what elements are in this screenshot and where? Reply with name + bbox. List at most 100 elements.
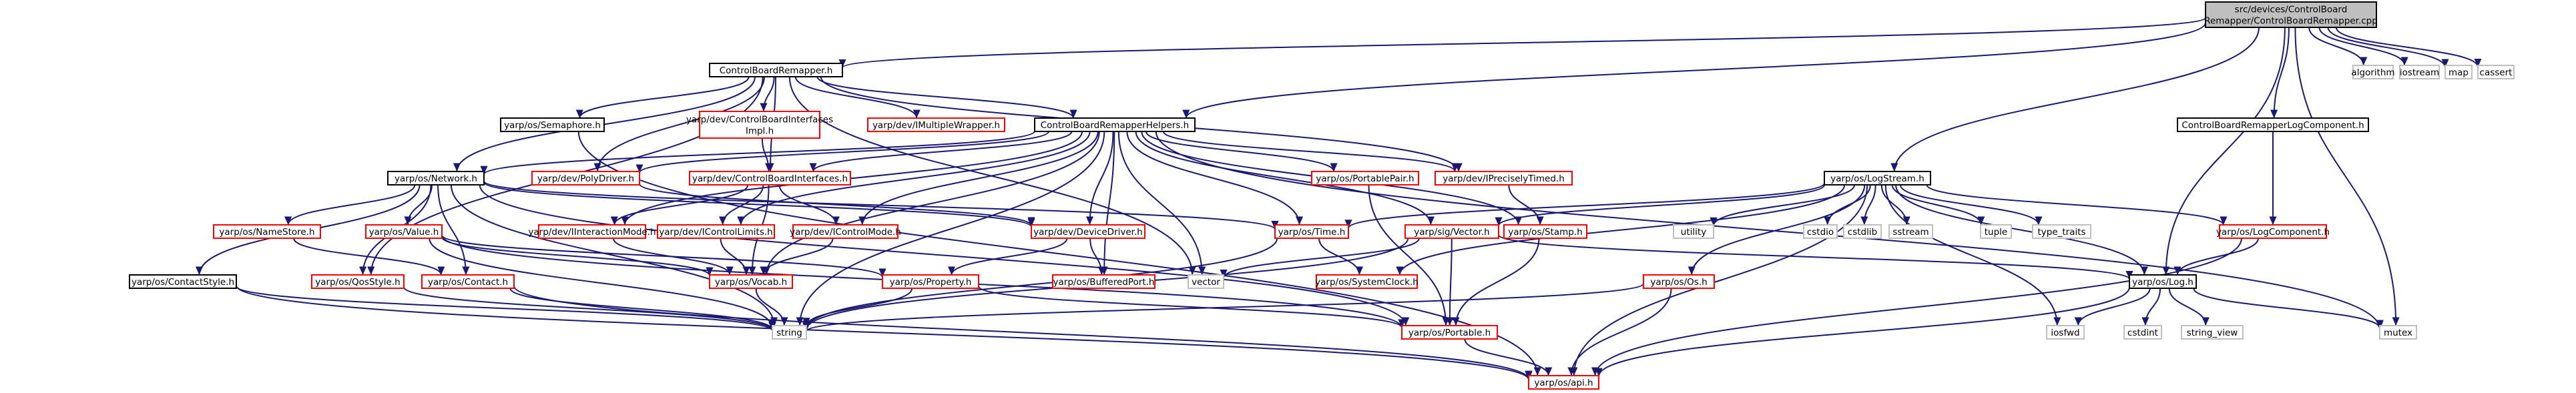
node-devicedriver-label: yarp/dev/DeviceDriver.h [1033,227,1143,238]
node-map[interactable]: map [2444,65,2473,79]
node-icontrolmode[interactable]: yarp/dev/IControlMode.h [790,224,901,239]
edge-cbr_helpers-to-vector [1135,131,1435,226]
edge-logstream-to-logcomponent [1926,184,2228,226]
file-nodes: src/devices/ControlBoardRemapper/Control… [129,1,2515,390]
node-utility[interactable]: utility [1673,224,1714,239]
node-vocab-box [709,274,793,289]
node-cbr_helpers[interactable]: ControlBoardRemapperHelpers.h [1034,117,1196,132]
edge-logstream-to-time [1344,182,1825,229]
node-ipreciselytimed-label: yarp/dev/IPreciselyTimed.h [1443,173,1565,184]
node-time[interactable]: yarp/os/Time.h [1274,224,1349,239]
node-tuple[interactable]: tuple [1980,224,2012,239]
node-cbi-box [689,171,851,185]
node-interactionmode-label: yarp/dev/IInteractionMode.h [528,227,656,238]
node-portable[interactable]: yarp/os/Portable.h [1401,325,1498,340]
node-contact[interactable]: yarp/os/Contact.h [421,274,515,289]
edge-logstream-to-type_traits [1900,184,2043,226]
node-namestore-box [213,224,321,239]
node-cbi_impl-box [699,111,820,139]
edge-vector-to-log [1498,234,2133,280]
edge-devicedriver-to-property [947,238,1068,276]
node-semaphore[interactable]: yarp/os/Semaphore.h [500,117,605,132]
node-bufferedport[interactable]: yarp/os/BufferedPort.h [1052,274,1155,289]
node-contact-label: yarp/os/Contact.h [428,277,508,288]
node-iosfwd[interactable]: iosfwd [2046,325,2085,340]
node-contactstyle[interactable]: yarp/os/ContactStyle.h [129,274,237,289]
node-cbr_logcomp[interactable]: ControlBoardRemapperLogComponent.h [2177,117,2369,132]
edge-logstream-to-cstdlib [1860,184,1876,226]
node-mutex[interactable]: mutex [2379,325,2417,340]
node-devicedriver[interactable]: yarp/dev/DeviceDriver.h [1031,224,1145,239]
node-icontrollimits[interactable]: yarp/dev/IControlLimits.h [657,224,775,239]
node-logstream[interactable]: yarp/os/LogStream.h [1824,171,1931,185]
node-systemclock[interactable]: yarp/os/SystemClock.h [1315,274,1419,289]
edge-cbr_helpers-to-icontrolmode [858,131,1099,226]
node-property[interactable]: yarp/os/Property.h [882,274,979,289]
edge-root-to-cassert [2335,27,2482,67]
edge-log-to-api [1595,287,2130,377]
edge-interactionmode-to-vocab [612,238,734,276]
node-log[interactable]: yarp/os/Log.h [2129,274,2197,289]
node-cbi[interactable]: yarp/dev/ControlBoardInterfaces.h [689,171,851,185]
node-cbi-label: yarp/dev/ControlBoardInterfaces.h [692,173,848,184]
node-cbr_h[interactable]: ControlBoardRemapper.h [709,63,843,77]
node-string[interactable]: string [772,325,807,340]
node-iostream[interactable]: iostream [2399,65,2440,79]
node-portablepair[interactable]: yarp/os/PortablePair.h [1311,171,1419,185]
node-string_view[interactable]: string_view [2181,325,2244,340]
edge-value-to-property [441,234,886,278]
node-ipreciselytimed-box [1435,171,1573,185]
node-stamp[interactable]: yarp/os/Stamp.h [1503,224,1587,239]
node-network[interactable]: yarp/os/Network.h [387,171,485,185]
node-icontrollimits-label: yarp/dev/IControlLimits.h [659,227,772,238]
edge-stamp-to-portable [1452,238,1540,326]
node-vector-box [1404,224,1499,239]
node-vocab[interactable]: yarp/os/Vocab.h [709,274,793,289]
node-vocab-label: yarp/os/Vocab.h [715,277,787,288]
node-cstdio[interactable]: cstdio [1803,224,1838,239]
edge-logstream-to-utility [1710,184,1856,226]
edge-network-to-string [450,184,778,326]
edge-contact-to-string [509,288,776,330]
node-qosstyle[interactable]: yarp/os/QosStyle.h [311,274,405,289]
node-vector[interactable]: yarp/sig/Vector.h [1404,224,1499,239]
edge-cbr_helpers-to-portablepair [1145,131,1338,172]
node-cstdlib[interactable]: cstdlib [1843,224,1882,239]
node-type_traits[interactable]: type_traits [2032,224,2091,239]
node-logcomponent-label: yarp/os/LogComponent.h [2216,227,2330,238]
node-os[interactable]: yarp/os/Os.h [1643,274,1715,289]
node-bufferedport-box [1052,274,1155,289]
edge-vector-to-vector_std [1220,238,1420,278]
node-interactionmode[interactable]: yarp/dev/IInteractionMode.h [528,224,656,239]
node-logcomponent[interactable]: yarp/os/LogComponent.h [2216,224,2330,239]
node-cstdlib-label: cstdlib [1848,227,1877,238]
node-cstdint[interactable]: cstdint [2123,325,2162,340]
node-sstream[interactable]: sstream [1888,224,1933,239]
node-stamp-label: yarp/os/Stamp.h [1508,227,1582,238]
edge-cbr_helpers-to-mutex [1155,131,2384,330]
node-cassert[interactable]: cassert [2477,65,2515,79]
edge-cbr_helpers-to-time [1126,131,1304,226]
node-icontrollimits-box [657,224,775,239]
node-namestore[interactable]: yarp/os/NameStore.h [213,224,321,239]
edge-cbr_h-to-imultiplewrapper [794,76,921,119]
edge-cbr_h-to-cbr_helpers [816,76,1077,119]
node-root[interactable]: src/devices/ControlBoardRemapper/Control… [2204,1,2378,28]
node-tuple-label: tuple [1985,227,2007,238]
edge-qosstyle-to-string [403,286,776,331]
edge-network-to-namestore [284,184,416,226]
edge-logstream-to-os [1688,184,1866,276]
node-logstream-box [1824,171,1931,185]
edge-polydriver-to-devicedriver [639,183,1035,226]
edge-cbr_helpers-to-ipreciselytimed [1162,131,1459,172]
edge-logstream-to-cstdio [1824,184,1871,226]
node-imultiplewrapper[interactable]: yarp/dev/IMultipleWrapper.h [867,117,1005,132]
node-imultiplewrapper-box [867,117,1005,132]
node-algorithm[interactable]: algorithm [2351,65,2395,79]
node-vector_std[interactable]: vector [1188,274,1224,289]
node-polydriver[interactable]: yarp/dev/PolyDriver.h [531,171,640,185]
node-api[interactable]: yarp/os/api.h [1528,375,1599,390]
node-value[interactable]: yarp/os/Value.h [365,224,443,239]
node-ipreciselytimed[interactable]: yarp/dev/IPreciselyTimed.h [1435,171,1573,185]
